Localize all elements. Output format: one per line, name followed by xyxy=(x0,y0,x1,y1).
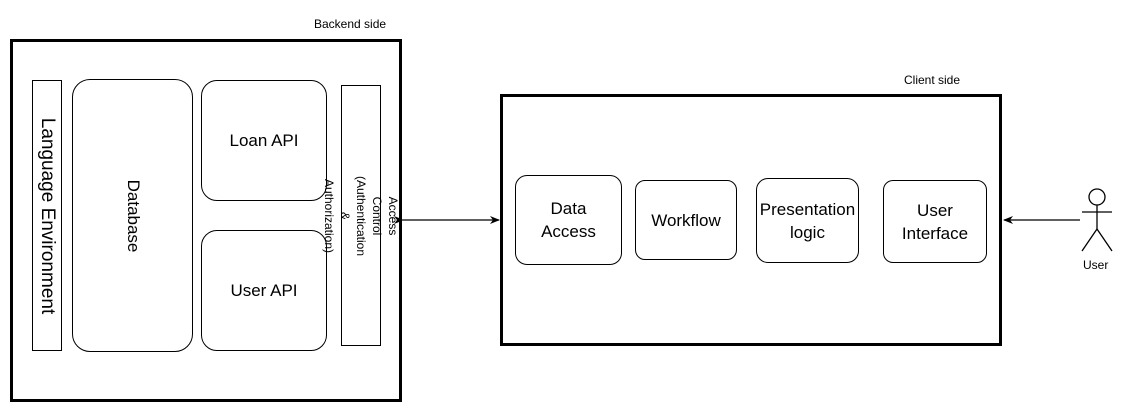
data-access-label: Data Access xyxy=(541,199,596,241)
user-api-label: User API xyxy=(230,281,298,300)
database-box[interactable]: Database xyxy=(72,79,193,352)
access-control-box[interactable]: Access Control (Authentication & Authori… xyxy=(322,85,400,346)
language-environment-box[interactable]: Language Environment xyxy=(32,80,62,351)
user-actor-label: User xyxy=(1083,258,1109,272)
user-api-box[interactable]: User API xyxy=(201,230,327,351)
backend-side-label: Backend side xyxy=(314,17,387,31)
user-interface-box[interactable]: User Interface xyxy=(883,180,987,263)
loan-api-label: Loan API xyxy=(229,131,299,150)
workflow-box[interactable]: Workflow xyxy=(635,180,737,260)
workflow-label: Workflow xyxy=(651,210,721,230)
user-actor-icon xyxy=(1081,188,1113,252)
user-interface-label: User Interface xyxy=(901,200,969,243)
data-access-box[interactable]: Data Access xyxy=(515,175,622,265)
loan-api-box[interactable]: Loan API xyxy=(201,80,327,201)
presentation-logic-label: Presentation logic xyxy=(759,199,856,242)
presentation-logic-box[interactable]: Presentation logic xyxy=(756,178,859,263)
client-side-label: Client side xyxy=(904,73,961,87)
